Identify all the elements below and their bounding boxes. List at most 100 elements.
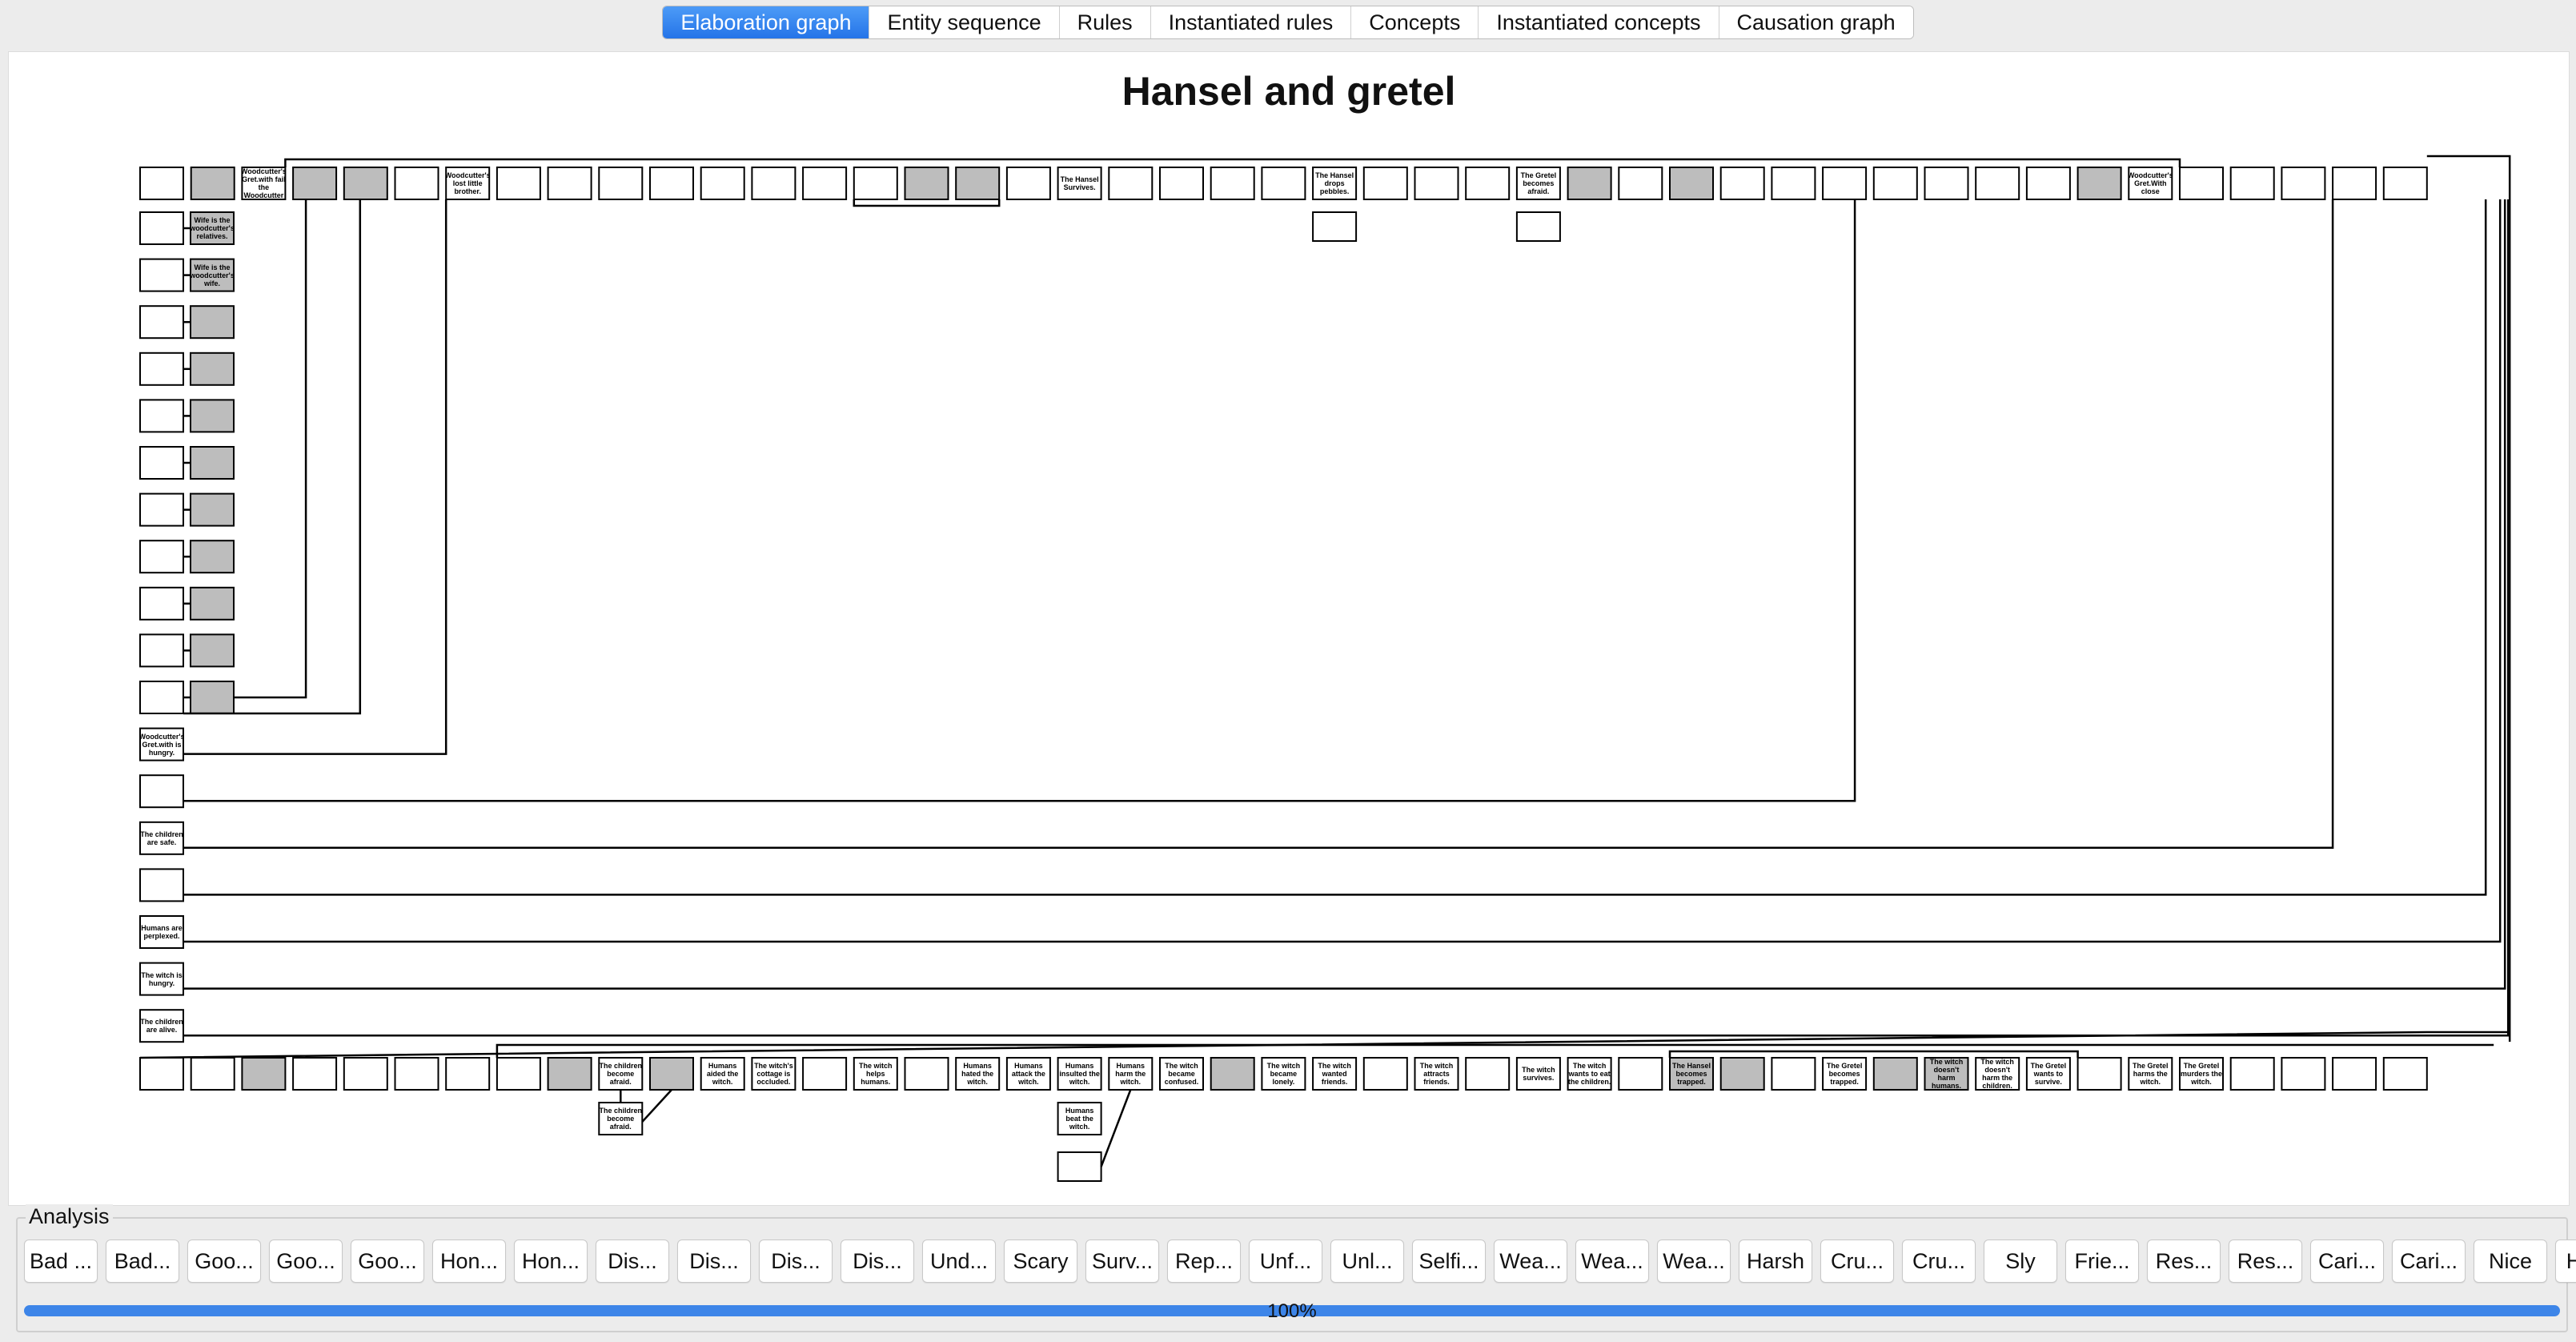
graph-node[interactable]	[802, 1057, 848, 1091]
graph-node[interactable]	[1159, 167, 1204, 200]
graph-node[interactable]	[139, 167, 184, 200]
graph-node[interactable]	[445, 1057, 491, 1091]
graph-node[interactable]	[1872, 167, 1918, 200]
graph-node[interactable]	[139, 868, 184, 902]
graph-node[interactable]	[1312, 1057, 1358, 1091]
graph-node[interactable]	[139, 352, 184, 386]
graph-node[interactable]	[139, 821, 184, 855]
graph-node[interactable]	[139, 211, 184, 245]
graph-node[interactable]	[139, 586, 184, 621]
analysis-button[interactable]: Cari...	[2310, 1240, 2384, 1283]
graph-node[interactable]	[343, 167, 388, 200]
tab-instantiated-concepts[interactable]: Instantiated concepts	[1479, 6, 1719, 38]
graph-node[interactable]	[1057, 167, 1102, 200]
graph-node[interactable]	[598, 1102, 644, 1135]
graph-node[interactable]	[1924, 1057, 1969, 1091]
graph-node[interactable]	[1057, 1057, 1102, 1091]
graph-node[interactable]	[1414, 167, 1459, 200]
graph-node[interactable]	[2281, 167, 2326, 200]
graph-node[interactable]	[190, 492, 235, 527]
graph-node[interactable]	[1719, 167, 1765, 200]
analysis-button[interactable]: Dis...	[841, 1240, 914, 1283]
graph-node[interactable]	[1159, 1057, 1204, 1091]
graph-node[interactable]	[343, 1057, 388, 1091]
tab-causation-graph[interactable]: Causation graph	[1719, 6, 1913, 38]
graph-node[interactable]	[190, 1057, 235, 1091]
graph-node[interactable]	[2229, 167, 2275, 200]
analysis-button[interactable]: Goo...	[187, 1240, 261, 1283]
analysis-button[interactable]: Hon...	[514, 1240, 588, 1283]
graph-node[interactable]	[1362, 1057, 1408, 1091]
graph-node[interactable]	[904, 167, 949, 200]
graph-node[interactable]	[802, 167, 848, 200]
graph-node[interactable]	[1210, 167, 1255, 200]
analysis-button[interactable]: Goo...	[269, 1240, 343, 1283]
analysis-button[interactable]: Wea...	[1494, 1240, 1567, 1283]
graph-node[interactable]	[598, 167, 644, 200]
analysis-button[interactable]: Res...	[2229, 1240, 2302, 1283]
analysis-button[interactable]: Scary	[1004, 1240, 1077, 1283]
graph-node[interactable]	[190, 352, 235, 386]
graph-node[interactable]	[1312, 167, 1358, 200]
graph-node[interactable]	[2076, 1057, 2122, 1091]
graph-node[interactable]	[1515, 211, 1561, 242]
graph-node[interactable]	[1618, 167, 1663, 200]
graph-node[interactable]	[190, 167, 235, 200]
graph-node[interactable]	[2025, 167, 2071, 200]
graph-node[interactable]	[190, 681, 235, 714]
graph-node[interactable]	[190, 305, 235, 340]
graph-node[interactable]	[190, 446, 235, 480]
analysis-button[interactable]: Cari...	[2392, 1240, 2466, 1283]
analysis-button[interactable]: Cru...	[1902, 1240, 1976, 1283]
graph-node[interactable]	[1515, 167, 1561, 200]
graph-node[interactable]	[1975, 167, 2020, 200]
analysis-button[interactable]: Dis...	[677, 1240, 751, 1283]
graph-node[interactable]	[547, 1057, 592, 1091]
tab-instantiated-rules[interactable]: Instantiated rules	[1150, 6, 1352, 38]
graph-node[interactable]	[139, 774, 184, 809]
analysis-button[interactable]: Goo...	[351, 1240, 424, 1283]
graph-node[interactable]	[904, 1057, 949, 1091]
graph-node[interactable]	[190, 211, 235, 245]
graph-node[interactable]	[139, 962, 184, 996]
analysis-button[interactable]: Wea...	[1657, 1240, 1731, 1283]
graph-node[interactable]	[2076, 167, 2122, 200]
graph-node[interactable]	[955, 1057, 1001, 1091]
graph-node[interactable]	[139, 727, 184, 761]
graph-node[interactable]	[2382, 1057, 2428, 1091]
graph-node[interactable]	[598, 1057, 644, 1091]
graph-node[interactable]	[292, 167, 338, 200]
analysis-button[interactable]: Wea...	[1575, 1240, 1649, 1283]
graph-node[interactable]	[1975, 1057, 2020, 1091]
tab-entity-sequence[interactable]: Entity sequence	[869, 6, 1060, 38]
graph-node[interactable]	[190, 586, 235, 621]
graph-node[interactable]	[1108, 1057, 1154, 1091]
graph-node[interactable]	[2179, 167, 2224, 200]
analysis-button[interactable]: Unf...	[1249, 1240, 1322, 1283]
graph-node[interactable]	[1261, 1057, 1306, 1091]
analysis-button[interactable]: Rep...	[1167, 1240, 1241, 1283]
analysis-button[interactable]: Selfi...	[1412, 1240, 1486, 1283]
graph-node[interactable]	[1057, 1102, 1102, 1135]
graph-node[interactable]	[241, 167, 287, 200]
graph-node[interactable]	[1108, 167, 1154, 200]
graph-node[interactable]	[2332, 167, 2377, 200]
graph-node[interactable]	[139, 446, 184, 480]
graph-node[interactable]	[139, 540, 184, 574]
graph-node[interactable]	[190, 540, 235, 574]
graph-node[interactable]	[1567, 167, 1612, 200]
graph-node[interactable]	[394, 167, 439, 200]
graph-node[interactable]	[139, 492, 184, 527]
graph-node[interactable]	[139, 1009, 184, 1043]
graph-node[interactable]	[139, 1057, 184, 1091]
graph-node[interactable]	[1005, 167, 1051, 200]
graph-node[interactable]	[2025, 1057, 2071, 1091]
analysis-button[interactable]: Sly	[1984, 1240, 2057, 1283]
graph-node[interactable]	[1515, 1057, 1561, 1091]
graph-node[interactable]	[1465, 1057, 1511, 1091]
graph-node[interactable]	[2281, 1057, 2326, 1091]
tab-concepts[interactable]: Concepts	[1351, 6, 1479, 38]
graph-node[interactable]	[2179, 1057, 2224, 1091]
graph-node[interactable]	[1261, 167, 1306, 200]
graph-node[interactable]	[1872, 1057, 1918, 1091]
